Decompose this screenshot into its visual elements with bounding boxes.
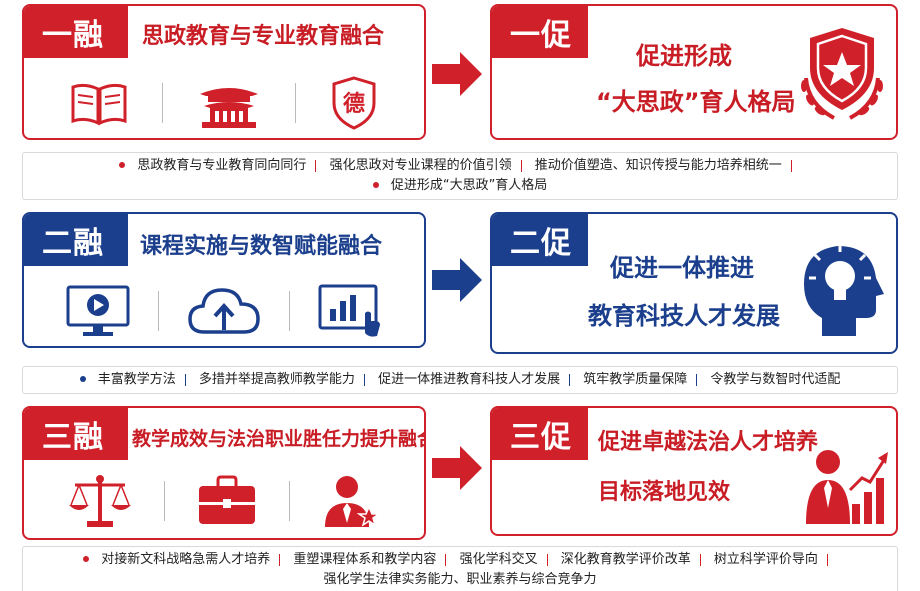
briefcase-icon bbox=[198, 475, 255, 524]
divider bbox=[826, 553, 828, 566]
divider bbox=[295, 83, 297, 123]
icon-row-2 bbox=[52, 276, 396, 346]
right-title-2-line-2: 教育科技人才发展 bbox=[588, 302, 780, 330]
bullet-item: 促进一体推进教育科技人才发展 bbox=[378, 372, 561, 387]
bullet-item: 重塑课程体系和教学内容 bbox=[293, 552, 437, 567]
bullet-dot bbox=[119, 161, 126, 168]
left-card-3: 三融 教学成效与法治职业胜任力提升融合 bbox=[22, 406, 426, 540]
divider bbox=[363, 373, 365, 386]
book-icon bbox=[71, 83, 127, 126]
palace-icon bbox=[199, 88, 258, 128]
arrow-right-icon bbox=[432, 258, 482, 302]
left-title-1: 思政教育与专业教育融合 bbox=[142, 24, 385, 49]
bullet-dot bbox=[372, 181, 379, 188]
right-title-3-line-2: 目标落地见效 bbox=[598, 480, 731, 505]
cloud-upload-icon bbox=[188, 288, 260, 334]
bullet-item: 推动价值塑造、知识传授与能力培养相统一 bbox=[534, 158, 782, 173]
tag-label: 三融 bbox=[42, 420, 104, 455]
divider bbox=[164, 481, 166, 521]
chart-touch-icon bbox=[318, 284, 380, 337]
video-monitor-icon bbox=[66, 285, 130, 336]
divider bbox=[184, 373, 186, 386]
tag-label: 三促 bbox=[510, 420, 572, 455]
divider bbox=[161, 83, 163, 123]
arrow-right-icon bbox=[432, 446, 482, 490]
scales-icon bbox=[69, 475, 132, 527]
bullet-list-1: 思政教育与专业教育同向同行 强化思政对专业课程的价值引领 推动价值塑造、知识传授… bbox=[22, 152, 898, 200]
divider bbox=[546, 553, 548, 566]
divider bbox=[790, 159, 792, 172]
right-title-3-line-1: 促进卓越法治人才培养 bbox=[598, 430, 819, 455]
bullet-dot bbox=[79, 375, 86, 382]
divider bbox=[279, 553, 281, 566]
right-title-1-line-1: 促进形成 bbox=[636, 42, 732, 70]
bullet-item: 强化思政对专业课程的价值引领 bbox=[329, 158, 512, 173]
icon-row-3 bbox=[52, 466, 396, 536]
divider bbox=[288, 481, 290, 521]
right-title-2-line-1: 促进一体推进 bbox=[610, 254, 754, 282]
tag-yi-cu: 一促 bbox=[492, 6, 588, 58]
bullet-item: 强化学科交叉 bbox=[459, 552, 538, 567]
bullet-item: 对接新文科战略急需人才培养 bbox=[101, 552, 271, 567]
tag-san-cu: 三促 bbox=[492, 408, 588, 460]
bullet-item: 思政教育与专业教育同向同行 bbox=[137, 158, 307, 173]
bullet-item: 多措并举提高教师教学能力 bbox=[198, 372, 355, 387]
bullet-item: 令教学与数智时代适配 bbox=[710, 372, 841, 387]
left-card-1: 一融 思政教育与专业教育融合 bbox=[22, 4, 426, 140]
tag-label: 一融 bbox=[42, 18, 104, 53]
bullet-item: 丰富教学方法 bbox=[97, 372, 176, 387]
shield-star-laurel-icon bbox=[801, 28, 883, 120]
tag-label: 二促 bbox=[510, 226, 572, 261]
divider bbox=[569, 373, 571, 386]
divider bbox=[288, 291, 290, 331]
bullet-item: 强化学生法律实务能力、职业素养与综合竞争力 bbox=[323, 572, 597, 587]
bullet-list-3: 对接新文科战略急需人才培养 重塑课程体系和教学内容 强化学科交叉 深化教育教学评… bbox=[22, 546, 898, 591]
tag-er-rong: 二融 bbox=[24, 214, 128, 266]
divider bbox=[699, 553, 701, 566]
right-title-1-line-2: “大思政”育人格局 bbox=[596, 88, 796, 116]
right-card-1: 一促 促进形成 “大思政”育人格局 bbox=[490, 4, 898, 140]
bullet-item: 筑牢教学质量保障 bbox=[583, 372, 688, 387]
divider bbox=[696, 373, 698, 386]
divider bbox=[520, 159, 522, 172]
left-title-2: 课程实施与数智赋能融合 bbox=[140, 234, 383, 259]
tag-yi-rong: 一融 bbox=[24, 6, 128, 58]
right-card-3: 三促 促进卓越法治人才培养 目标落地见效 bbox=[490, 406, 898, 536]
left-card-2: 二融 课程实施与数智赋能融合 bbox=[22, 212, 426, 348]
left-title-3: 教学成效与法治职业胜任力提升融合 bbox=[132, 428, 426, 450]
tag-label: 二融 bbox=[42, 226, 104, 261]
arrow-right-icon bbox=[432, 52, 482, 96]
bullet-item: 促进形成“大思政”育人格局 bbox=[390, 178, 548, 193]
icon-row-1: 德 bbox=[52, 68, 396, 138]
person-star-icon bbox=[324, 476, 381, 527]
de-char: 德 bbox=[343, 91, 365, 117]
divider bbox=[445, 553, 447, 566]
bullet-list-2: 丰富教学方法 多措并举提高教师教学能力 促进一体推进教育科技人才发展 筑牢教学质… bbox=[22, 366, 898, 394]
head-lightbulb-icon bbox=[804, 245, 884, 336]
tag-label: 一促 bbox=[510, 18, 572, 53]
person-growth-chart-icon bbox=[806, 450, 888, 524]
divider bbox=[315, 159, 317, 172]
bullet-dot bbox=[83, 555, 90, 562]
tag-er-cu: 二促 bbox=[492, 214, 588, 266]
divider bbox=[158, 291, 160, 331]
right-card-2: 二促 促进一体推进 教育科技人才发展 bbox=[490, 212, 898, 354]
de-shield-icon: 德 bbox=[332, 76, 376, 130]
tag-san-rong: 三融 bbox=[24, 408, 128, 460]
bullet-item: 树立科学评价导向 bbox=[713, 552, 818, 567]
bullet-item: 深化教育教学评价改革 bbox=[560, 552, 691, 567]
